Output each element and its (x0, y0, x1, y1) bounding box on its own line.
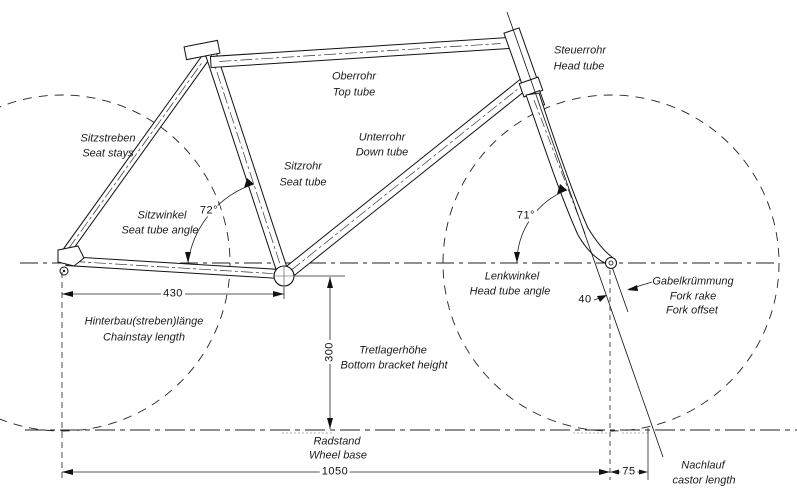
label-head-angle-en: Head tube angle (469, 285, 551, 298)
rear-dropout (57, 245, 85, 267)
front-wheel-circle (442, 94, 780, 432)
arrow-up (327, 277, 333, 288)
head-angle-arc (516, 189, 568, 264)
dim-head-tube-angle: 71° (514, 209, 538, 222)
label-wheelbase-en: Wheel base (308, 449, 368, 462)
head-tube (503, 27, 538, 85)
rear-axle-point (62, 269, 66, 273)
dim-fork-rake: 40 (576, 293, 594, 306)
label-chainstay-en: Chainstay length (103, 331, 185, 344)
label-castor-en: castor length (672, 474, 736, 487)
label-fork-rake-en1: Fork rake (669, 290, 717, 303)
arrow-down (327, 418, 333, 429)
label-head-tube-en: Head tube (553, 60, 605, 73)
label-seat-tube-de: Sitzrohr (284, 160, 322, 173)
fork-blade (525, 92, 613, 264)
label-down-tube-en: Down tube (355, 146, 409, 159)
dim-bb-height: 300 (323, 340, 336, 364)
arrow-left (62, 469, 73, 475)
fork-rake-parallel-line (610, 263, 629, 313)
label-seat-stays-en: Seat stays (82, 147, 134, 160)
label-bb-height-en: Bottom bracket height (340, 359, 448, 372)
front-axle-point (608, 260, 614, 266)
top-tube (209, 36, 511, 69)
seat-angle-arc (187, 183, 255, 264)
arrow-right (599, 469, 610, 475)
label-down-tube-de: Unterrohr (358, 131, 406, 144)
arrow-arc-end (244, 178, 254, 188)
label-seat-angle-en: Seat tube angle (121, 224, 199, 237)
arrow-arc-end (557, 184, 567, 194)
label-seat-tube-en: Seat tube (279, 176, 327, 189)
label-seat-stays-de: Sitzstreben (80, 132, 136, 145)
front-dropout (605, 257, 617, 269)
label-seat-angle-de: Sitzwinkel (137, 209, 187, 222)
label-head-angle-de: Lenkwinkel (484, 270, 540, 283)
label-fork-rake-en2: Fork offset (666, 304, 718, 317)
dim-seat-tube-angle: 72° (197, 204, 221, 217)
arrow-left (62, 291, 73, 297)
label-wheelbase-de: Radstand (313, 435, 361, 448)
dim-chainstay-length: 430 (161, 287, 185, 300)
chain-stay-tube (65, 255, 281, 280)
arrow-offset (627, 285, 638, 291)
dim-castor-length: 75 (620, 465, 638, 478)
seat-clamp (183, 39, 221, 61)
arrow-arc-end (514, 252, 520, 263)
dim-wheel-base: 1050 (319, 465, 351, 478)
label-fork-rake-de: Gabelkrümmung (652, 275, 734, 288)
arrow-arc-end (185, 252, 191, 263)
arrow-right (273, 291, 284, 297)
label-head-tube-de: Steuerrohr (554, 44, 606, 57)
steering-axis-line (506, 11, 664, 458)
label-castor-de: Nachlauf (681, 459, 725, 472)
arrow-rake (597, 295, 607, 302)
seat-tube (202, 42, 290, 279)
label-top-tube-de: Oberrohr (331, 70, 377, 83)
label-top-tube-en: Top tube (332, 86, 376, 99)
label-chainstay-de: Hinterbau(streben)länge (84, 315, 204, 328)
label-bb-height-de: Tretlagerhöhe (359, 344, 427, 357)
